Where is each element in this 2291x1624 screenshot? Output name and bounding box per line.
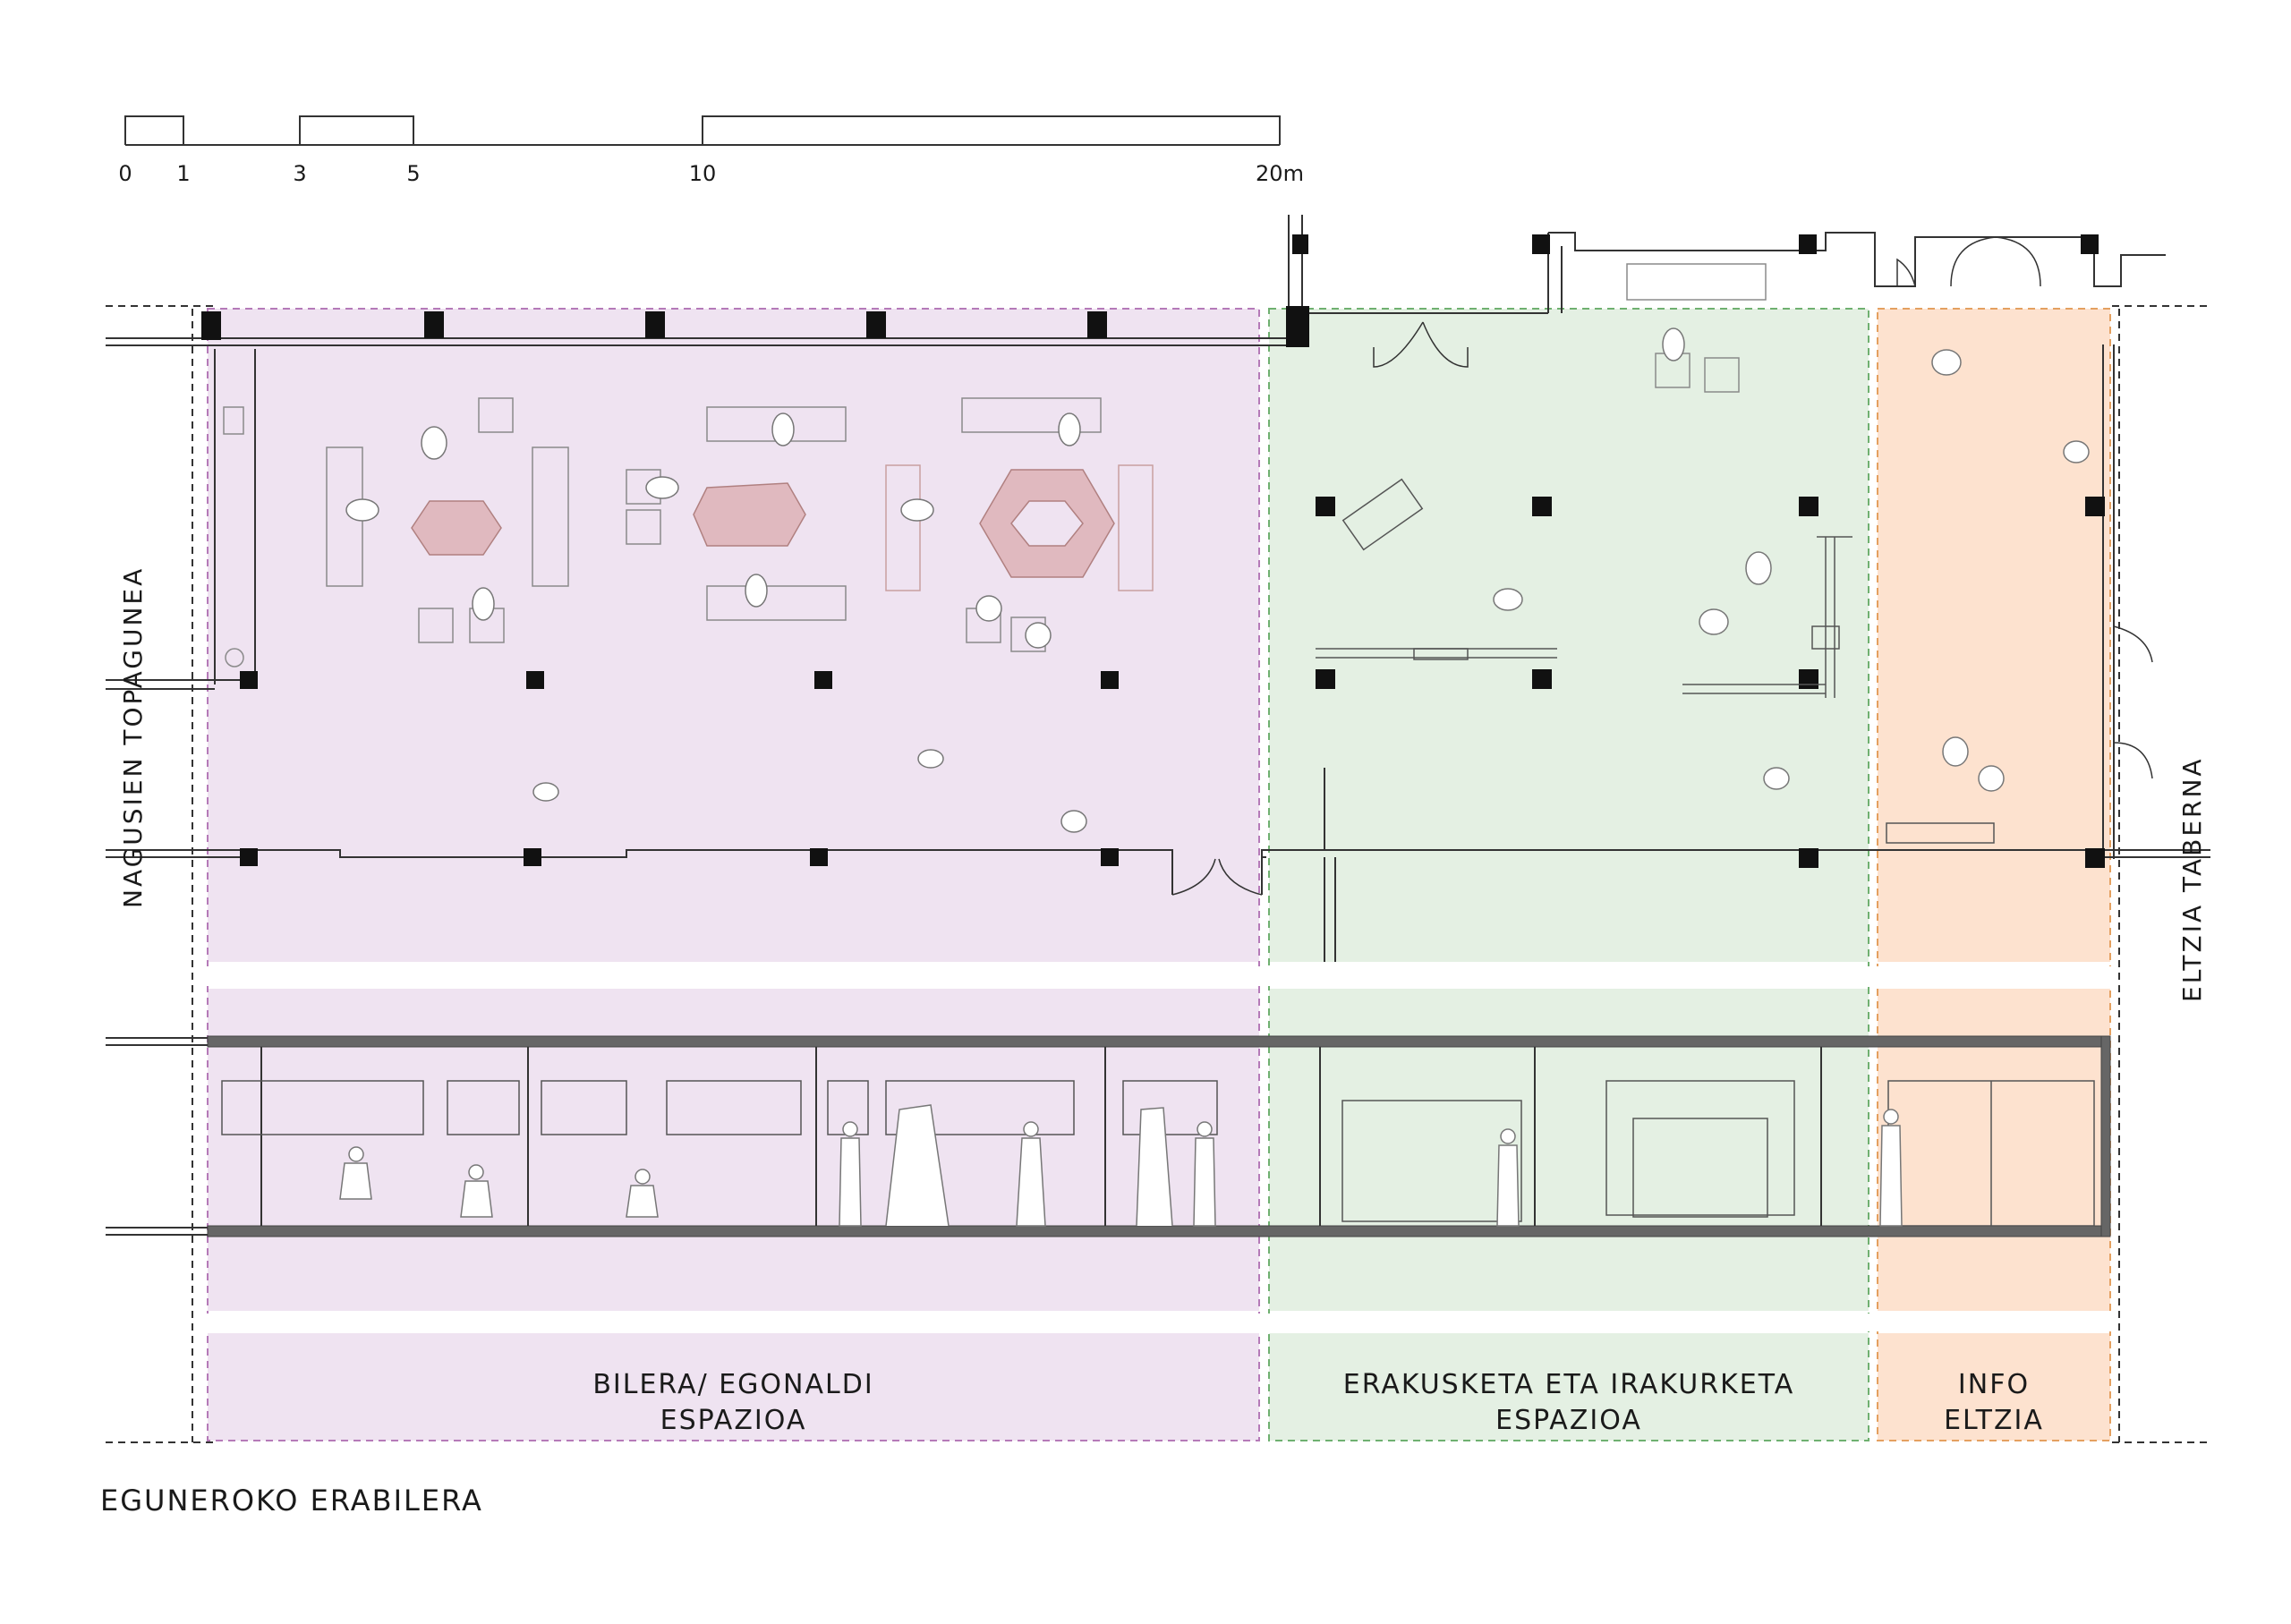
zone-outlines xyxy=(207,308,2111,1441)
zone-fills xyxy=(208,309,2110,1441)
zone-erakusketa-outline xyxy=(1268,308,1869,1441)
scale-tick-10: 10 xyxy=(688,161,717,186)
side-label-right: ELTZIA TABERNA xyxy=(2177,756,2207,1002)
zone-bilera-outline xyxy=(207,308,1260,1441)
band-2 xyxy=(201,1314,2116,1331)
zone-info-plan xyxy=(1878,309,2110,962)
zone-bilera-label-box xyxy=(208,1333,1259,1441)
zone-info-label-box xyxy=(1878,1333,2110,1441)
zone-label-erakusketa-line2: ESPAZIOA xyxy=(1495,1405,1642,1436)
furniture-erakusketa xyxy=(1316,263,1995,844)
zone-erakusketa-label-box xyxy=(1269,1333,1869,1441)
zone-bilera-plan xyxy=(208,309,1259,962)
zone-label-info: INFO ELTZIA xyxy=(1878,1367,2110,1439)
scale-tick-20m: 20m xyxy=(1256,161,1304,186)
zone-label-bilera-line1: BILERA/ EGONALDI xyxy=(592,1369,874,1400)
zone-label-bilera-line2: ESPAZIOA xyxy=(660,1405,807,1436)
zone-label-erakusketa: ERAKUSKETA ETA IRAKURKETA ESPAZIOA xyxy=(1269,1367,1869,1439)
zone-label-info-line1: INFO xyxy=(1957,1369,2031,1400)
people-plan xyxy=(345,327,2090,833)
scale-tick-5: 5 xyxy=(406,161,421,186)
scale-tick-0: 0 xyxy=(118,161,132,186)
section-drawing xyxy=(106,1035,2111,1237)
zone-label-erakusketa-line1: ERAKUSKETA ETA IRAKURKETA xyxy=(1342,1369,1795,1400)
doors xyxy=(1171,236,2153,896)
zone-erakusketa-plan xyxy=(1269,309,1869,962)
side-label-left: NAGUSIEN TOPAGUNEA xyxy=(118,565,148,908)
zone-label-bilera: BILERA/ EGONALDI ESPAZIOA xyxy=(208,1367,1259,1439)
columns xyxy=(201,234,2105,868)
caption: EGUNEROKO ERABILERA xyxy=(100,1484,483,1518)
band-1 xyxy=(201,966,2116,986)
people-section xyxy=(339,1109,1903,1227)
boundary-lines xyxy=(106,305,2210,1443)
zone-label-info-line2: ELTZIA xyxy=(1944,1405,2044,1436)
zone-info-outline xyxy=(1877,308,2111,1441)
scale-tick-3: 3 xyxy=(293,161,307,186)
scale-bar xyxy=(124,115,1281,146)
scale-tick-1: 1 xyxy=(176,161,191,186)
